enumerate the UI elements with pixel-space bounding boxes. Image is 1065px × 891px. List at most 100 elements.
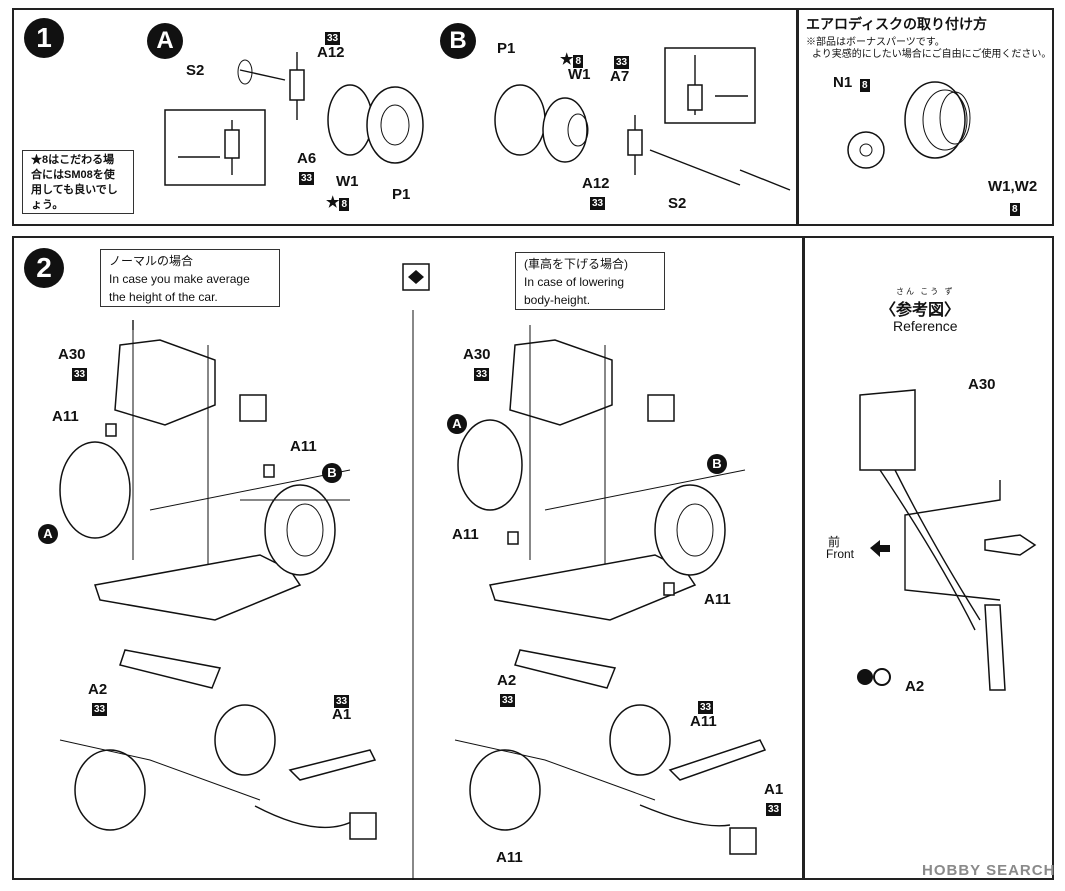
marker-b-normal: B xyxy=(322,463,342,483)
lowered-en-1: In case of lowering xyxy=(524,275,625,289)
watermark: HOBBY SEARCH xyxy=(922,862,1056,879)
label-a11-lowered-2: A11 xyxy=(704,591,731,608)
label-p1-a: P1 xyxy=(392,186,411,203)
step1-number: 1 xyxy=(24,18,64,58)
direction-icon-normal-2 xyxy=(349,812,377,840)
front-wheel-normal xyxy=(74,749,146,831)
aero-title: エアロディスクの取り付け方 xyxy=(806,16,988,32)
badge-n1: 8 xyxy=(860,79,870,92)
label-a30-normal: A30 xyxy=(58,346,86,363)
wheel-b-normal xyxy=(264,484,336,576)
direction-icon-normal-1 xyxy=(239,394,267,422)
label-s2-a: S2 xyxy=(186,62,205,79)
reference-title-en: Reference xyxy=(893,318,958,334)
a30-reference xyxy=(859,389,916,471)
badge-a11-lowered-3: 33 xyxy=(698,701,714,714)
reference-title: 〈参考図〉 xyxy=(880,302,961,319)
label-a12-a: A12 xyxy=(317,44,345,61)
badge-33-a12: 33 xyxy=(325,32,341,45)
marker-b-lowered: B xyxy=(707,454,727,474)
tire-a xyxy=(366,86,424,164)
badge-8-w1-a: ★8 xyxy=(326,194,350,211)
aero-note-2: より実感的にしたい場合にご自由にご使用ください。 xyxy=(812,49,1052,60)
a1-lowered xyxy=(668,739,767,781)
label-a2-lowered: A2 xyxy=(497,672,517,689)
reference-panel xyxy=(803,236,1054,880)
label-s2-b: S2 xyxy=(668,195,687,212)
label-a1-normal: A1 xyxy=(332,706,352,723)
a2-lowered xyxy=(514,649,617,689)
label-a7: A7 xyxy=(610,68,630,85)
label-a11-lowered-4: A11 xyxy=(496,849,523,866)
front-arrow-icon xyxy=(870,540,890,557)
badge-33-a12-b: 33 xyxy=(590,197,606,210)
inset-box-a xyxy=(164,109,266,186)
chassis-normal xyxy=(94,554,302,621)
a30-lowered xyxy=(509,339,613,426)
badge-a2-lowered: 33 xyxy=(500,694,516,707)
badge-w1-w2: 8 xyxy=(1010,203,1020,216)
marker-a-lowered: A xyxy=(447,414,467,434)
step1-sub-a: A xyxy=(147,23,183,59)
wheel-rim-a xyxy=(327,84,373,156)
front-wheel-lowered xyxy=(469,749,541,831)
aero-disk-w xyxy=(904,81,966,159)
mark-circle-filled xyxy=(857,669,873,685)
normal-en-1: In case you make average xyxy=(109,272,250,286)
reference-a30: A30 xyxy=(968,376,996,393)
label-a11-lowered-1: A11 xyxy=(452,526,479,543)
label-a2-normal: A2 xyxy=(88,681,108,698)
normal-title: ノーマルの場合 xyxy=(109,254,194,268)
normal-en-2: the height of the car. xyxy=(109,290,218,304)
step1-sub-b: B xyxy=(440,23,476,59)
lowered-caption: (車高を下げる場合) In case of lowering body-heig… xyxy=(515,252,665,310)
badge-33-a6: 33 xyxy=(299,172,315,185)
wheel-a-lowered xyxy=(457,419,523,511)
inset-box-b xyxy=(664,47,756,124)
label-a6: A6 xyxy=(297,150,317,167)
lowered-title: (車高を下げる場合) xyxy=(524,257,628,271)
a30-normal xyxy=(114,339,216,426)
label-a11-normal-2: A11 xyxy=(290,438,317,455)
lowered-en-2: body-height. xyxy=(524,293,591,307)
label-w1-a: W1 xyxy=(336,173,359,190)
label-a11-lowered-3: A11 xyxy=(690,713,717,730)
badge-8-w1-b: ★8 xyxy=(560,51,584,68)
label-w1-b: W1 xyxy=(568,66,591,83)
reference-a2: A2 xyxy=(905,678,925,695)
badge-a30-normal: 33 xyxy=(72,368,88,381)
badge-a1-lowered: 33 xyxy=(766,803,782,816)
badge-a2-normal: 33 xyxy=(92,703,108,716)
front-en: Front xyxy=(826,547,855,561)
label-a12-b: A12 xyxy=(582,175,610,192)
label-p1-b: P1 xyxy=(497,40,516,57)
marker-a-normal: A xyxy=(38,524,58,544)
wheel-rim-b xyxy=(542,97,588,163)
badge-33-a7: 33 xyxy=(614,56,630,69)
aero-disk-n1 xyxy=(847,131,885,169)
wheel-b-lowered xyxy=(654,484,726,576)
direction-icon-lowered-1 xyxy=(647,394,675,422)
aero-note-1: ※部品はボーナスパーツです。 xyxy=(806,37,945,48)
badge-a1-normal: 33 xyxy=(334,695,350,708)
a1-normal xyxy=(288,749,377,781)
a2-reference xyxy=(984,604,1006,691)
direction-icon-lowered-2 xyxy=(729,827,757,855)
label-n1: N1 xyxy=(833,74,853,91)
label-w1-w2: W1,W2 xyxy=(988,178,1038,195)
mark-circle-open xyxy=(873,668,891,686)
a2-normal xyxy=(119,649,222,689)
label-a30-lowered: A30 xyxy=(463,346,491,363)
label-a1-lowered: A1 xyxy=(764,781,784,798)
step2-number: 2 xyxy=(24,248,64,288)
normal-caption: ノーマルの場合 In case you make average the hei… xyxy=(100,249,280,307)
tire-b xyxy=(494,84,546,156)
reference-ruby: さん こう ず xyxy=(896,287,955,296)
label-a11-normal-1: A11 xyxy=(52,408,79,425)
wheel-a-normal xyxy=(59,441,131,539)
step1-note: ★8はこだわる場合にはSM08を使用しても良いでしょう。 xyxy=(22,150,134,214)
aero-disk-panel xyxy=(797,8,1054,226)
chassis-lowered xyxy=(489,554,697,621)
front-jp: 前 xyxy=(828,535,841,549)
